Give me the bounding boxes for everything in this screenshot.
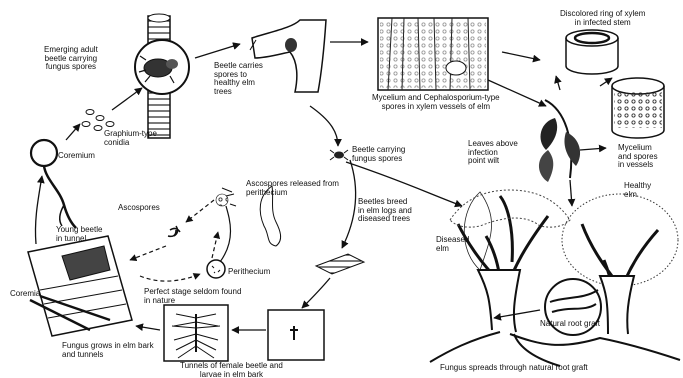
label-healthy-elm: Healthy elm [624, 182, 651, 199]
label-discolored-ring: Discolored ring of xylem in infected ste… [560, 10, 645, 27]
perithecium [207, 186, 281, 278]
emerging-beetle-log [135, 14, 189, 138]
label-emerging-adult: Emerging adult beetle carrying fungus sp… [44, 46, 98, 72]
ascospores [168, 226, 180, 236]
label-ascospores: Ascospores [118, 204, 160, 213]
label-beetle-carries: Beetle carries spores to healthy elm tre… [214, 62, 263, 96]
label-mycelium-vessels: Mycelium and spores in vessels [618, 144, 658, 170]
label-coremium: Coremium [58, 152, 95, 161]
xylem-vessels-panel [378, 18, 488, 90]
label-fungus-spreads: Fungus spreads through natural root graf… [440, 364, 588, 373]
discolored-stem-disks [566, 30, 664, 138]
label-diseased-elm: Diseased elm [436, 236, 469, 253]
label-perfect-stage: Perfect stage seldom found in nature [144, 288, 241, 305]
small-beetle [330, 150, 348, 160]
label-coremia: Coremia [10, 290, 40, 299]
breeding-log [316, 254, 364, 274]
label-young-beetle: Young beetle in tunnel [56, 226, 102, 243]
elm-bark-block [268, 310, 324, 360]
wilting-leaves [539, 100, 580, 182]
graphium-conidia [82, 110, 114, 131]
label-leaves-wilt: Leaves above infection point wilt [468, 140, 518, 166]
label-beetle-carrying: Beetle carrying fungus spores [352, 146, 405, 163]
label-fungus-grows: Fungus grows in elm bark and tunnels [62, 342, 154, 359]
label-perithecium: Perithecium [228, 268, 270, 277]
label-mycelium-spores: Mycelium and Cephalosporium-type spores … [372, 94, 500, 111]
young-beetle-panel [28, 236, 132, 336]
label-natural-root-graft: Natural root graft [540, 320, 600, 329]
root-system [430, 332, 680, 366]
beetle-tunnels-gallery [164, 305, 228, 361]
label-ascospores-released: Ascospores released from perithecium [246, 180, 339, 197]
label-graphium-conidia: Graphium-type conidia [104, 130, 157, 147]
label-tunnels-female: Tunnels of female beetle and larvae in e… [180, 362, 283, 378]
label-beetles-breed: Beetles breed in elm logs and diseased t… [358, 198, 412, 224]
